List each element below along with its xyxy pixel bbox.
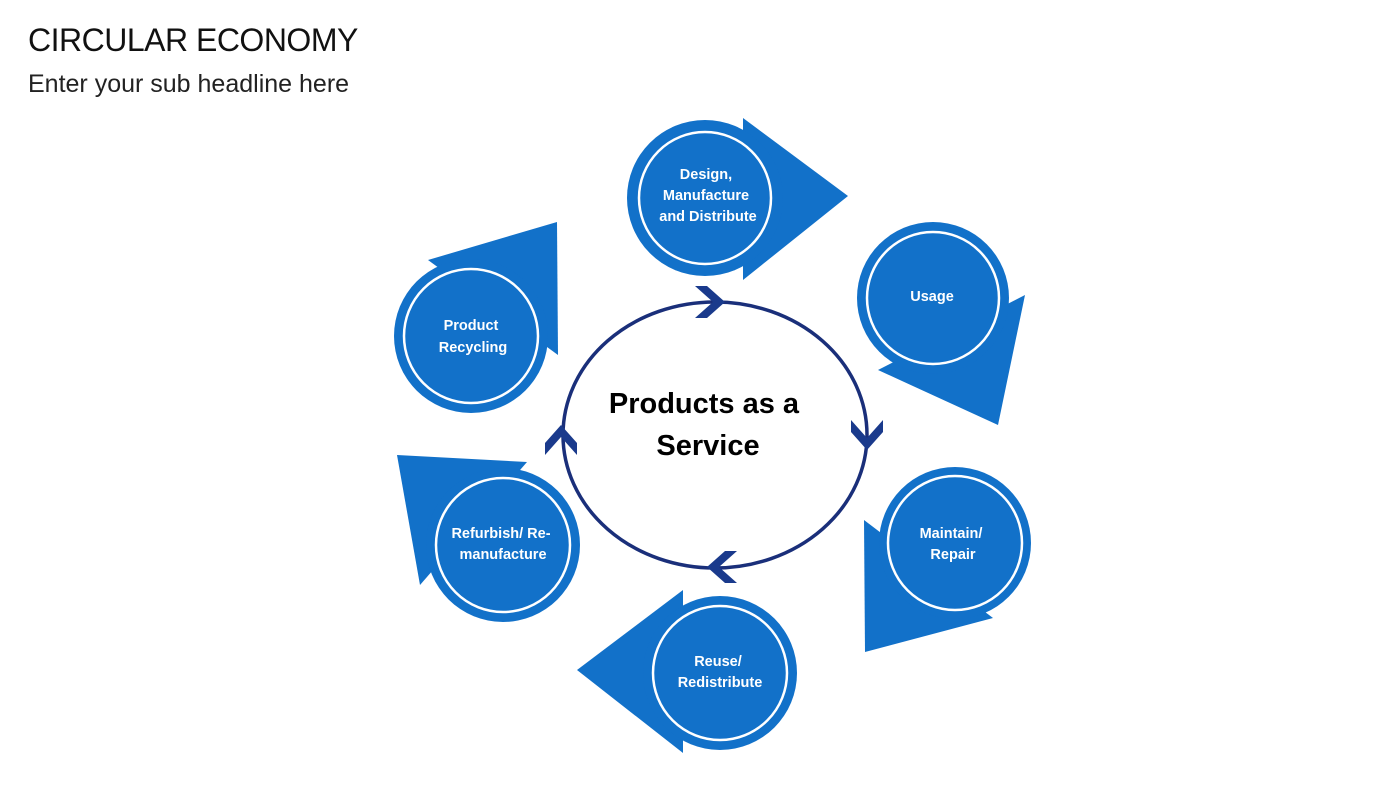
- node-label: Reuse/ Redistribute: [678, 654, 763, 691]
- node-disc: [394, 259, 548, 413]
- node-ring: [637, 130, 773, 266]
- node-disc: [643, 596, 797, 750]
- center-label-line: Service: [656, 430, 759, 462]
- page-title: CIRCULAR ECONOMY: [28, 22, 358, 58]
- chevron-left-icon: [707, 551, 737, 583]
- node-label: Refurbish/ Re- manufacture: [451, 526, 554, 563]
- node-recycling: Product Recycling: [394, 222, 558, 413]
- chevron-down-icon: [851, 420, 883, 450]
- node-refurbish: Refurbish/ Re- manufacture: [397, 455, 580, 622]
- node-design: Design, Manufacture and Distribute: [627, 118, 848, 280]
- node-maintain: Maintain/ Repair: [864, 467, 1031, 652]
- center-label: Products as a Service: [609, 388, 807, 462]
- node-label: Maintain/ Repair: [920, 526, 987, 563]
- node-disc: [426, 468, 580, 622]
- node-disc: [879, 467, 1031, 619]
- node-usage: Usage: [857, 222, 1025, 425]
- node-label: Product Recycling: [439, 318, 508, 356]
- page-subtitle: Enter your sub headline here: [28, 70, 350, 98]
- node-label: Usage: [910, 289, 954, 305]
- node-ring: [651, 604, 789, 742]
- node-ring: [402, 267, 540, 405]
- node-ring: [865, 230, 1001, 366]
- node-reuse: Reuse/ Redistribute: [577, 590, 797, 753]
- chevron-up-icon: [545, 425, 577, 455]
- center-label-line: Products as a: [609, 388, 800, 420]
- node-disc: [627, 120, 783, 276]
- node-ring: [434, 476, 572, 614]
- node-label: Design, Manufacture and Distribute: [659, 167, 756, 225]
- node-disc: [857, 222, 1009, 374]
- node-ring: [886, 474, 1024, 612]
- chevron-right-icon: [695, 286, 725, 318]
